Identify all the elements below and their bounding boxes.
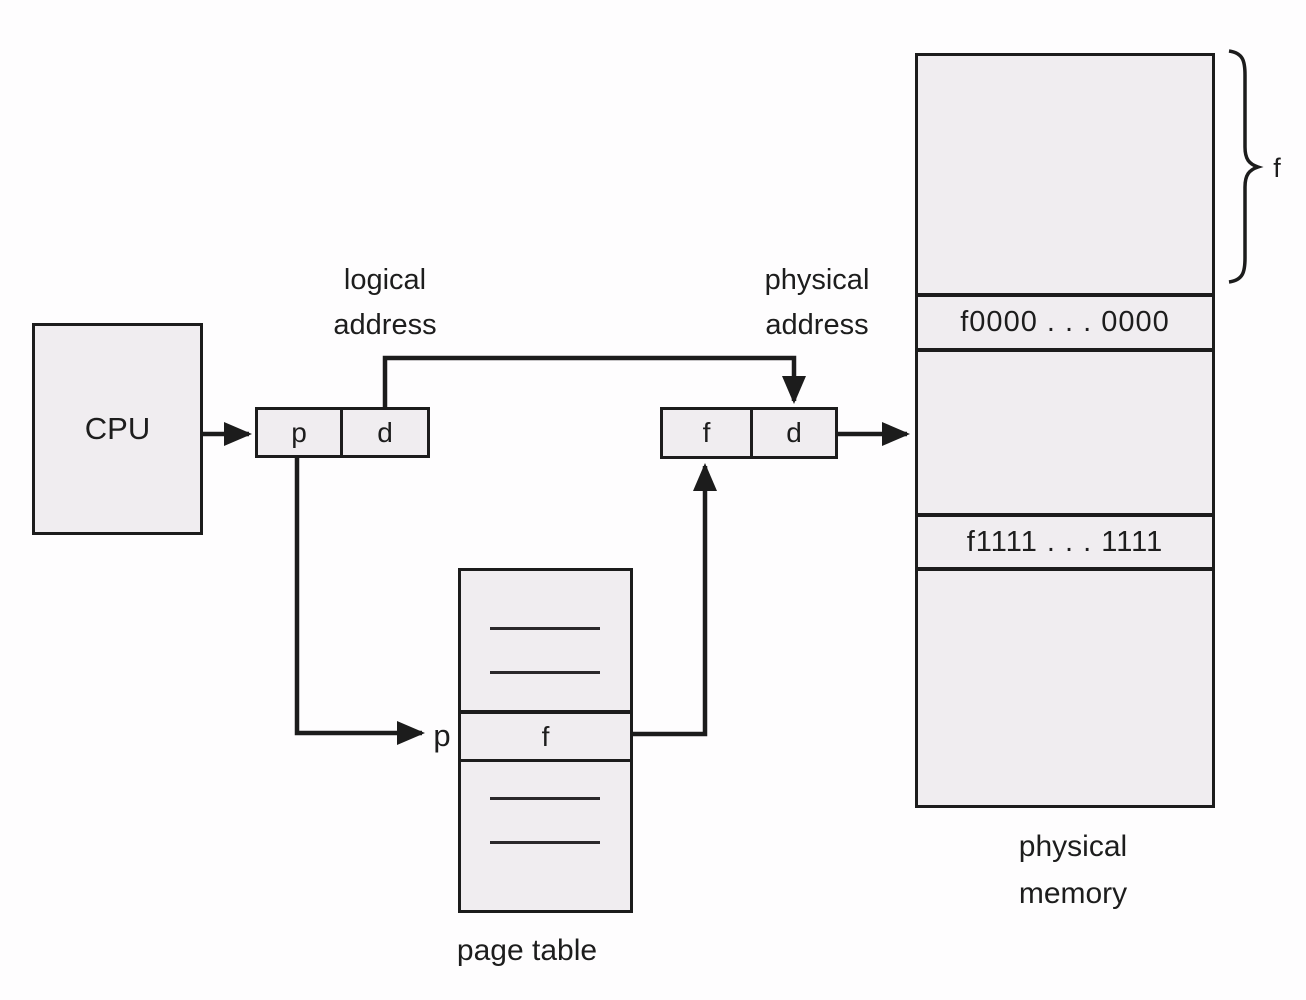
memory-divider (918, 513, 1212, 517)
memory-divider (918, 567, 1212, 571)
page-table-box: f (458, 568, 633, 913)
register-divider (340, 410, 343, 455)
memory-divider (918, 293, 1212, 297)
page-table-entry-value: f (541, 720, 550, 752)
frame-size-brace (1228, 49, 1264, 284)
page-table-frame-entry: f (461, 710, 630, 762)
frame-number-cell: f (702, 417, 711, 448)
frame-end-address-row: f1111 . . . 1111 (966, 525, 1164, 558)
connector-page-table-to-frame-field (633, 463, 717, 737)
memory-divider (918, 348, 1212, 352)
frame-label: f (1273, 153, 1281, 183)
page-table-entry-line (490, 671, 600, 674)
page-table-label: page table (456, 934, 598, 967)
connector-page-number-to-page-table (294, 458, 425, 745)
cpu-label: CPU (84, 411, 151, 446)
frame-start-address-row: f0000 . . . 0000 (960, 306, 1170, 338)
register-divider (750, 410, 753, 456)
page-table-pointer-label: p (433, 718, 451, 753)
page-table-entry-line (490, 841, 600, 844)
page-table-entry-line (490, 627, 600, 630)
physical-memory-label: physical memory (1018, 830, 1128, 910)
page-table-entry-line (490, 797, 600, 800)
logical-address-register: p d (255, 407, 430, 458)
physical-memory-box: f0000 . . . 0000 f1111 . . . 1111 (915, 53, 1215, 808)
physical-address-register: f d (660, 407, 838, 459)
page-number-cell: p (291, 416, 307, 448)
frame-offset-cell: d (786, 417, 802, 448)
page-offset-cell: d (377, 416, 393, 448)
connector-logical-to-physical-offset (382, 355, 806, 407)
logical-address-label: logical address (333, 264, 437, 341)
cpu-box: CPU (32, 323, 203, 535)
physical-address-label: physical address (764, 264, 870, 341)
